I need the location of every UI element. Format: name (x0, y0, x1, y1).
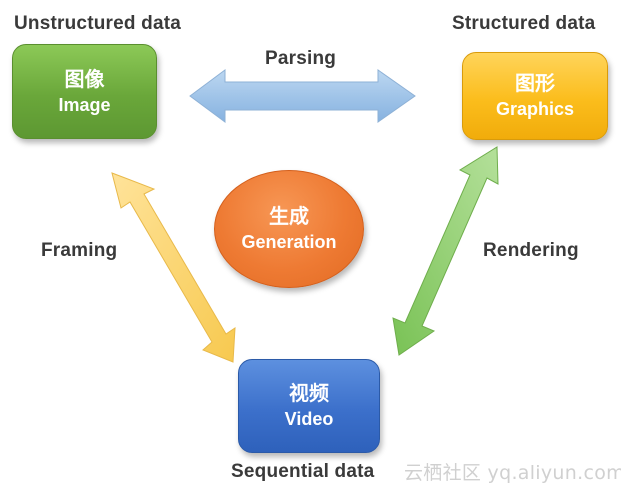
label-rendering: Rendering (483, 240, 579, 261)
node-image-en: Image (58, 94, 111, 115)
caption-structured-data: Structured data (452, 13, 596, 34)
framing-arrow (111, 172, 236, 363)
node-generation: 生成 Generation (214, 170, 364, 288)
node-generation-en: Generation (241, 232, 337, 252)
parsing-arrow (189, 69, 416, 123)
caption-unstructured-data: Unstructured data (14, 13, 182, 34)
node-video: 视频 Video (238, 359, 380, 453)
label-framing: Framing (41, 240, 118, 261)
label-parsing: Parsing (265, 48, 337, 69)
node-graphics-en: Graphics (495, 99, 575, 119)
node-video-en: Video (284, 409, 334, 429)
node-image: 图像 Image (12, 44, 157, 139)
node-graphics-zh: 图形 (515, 71, 555, 95)
node-video-zh: 视频 (289, 381, 329, 405)
rendering-arrow (392, 146, 499, 356)
node-graphics: 图形 Graphics (462, 52, 608, 140)
node-image-zh: 图像 (64, 66, 105, 91)
node-generation-zh: 生成 (269, 204, 309, 228)
caption-sequential-data: Sequential data (231, 461, 375, 482)
watermark: 云栖社区 yq.aliyun.com (404, 462, 621, 484)
